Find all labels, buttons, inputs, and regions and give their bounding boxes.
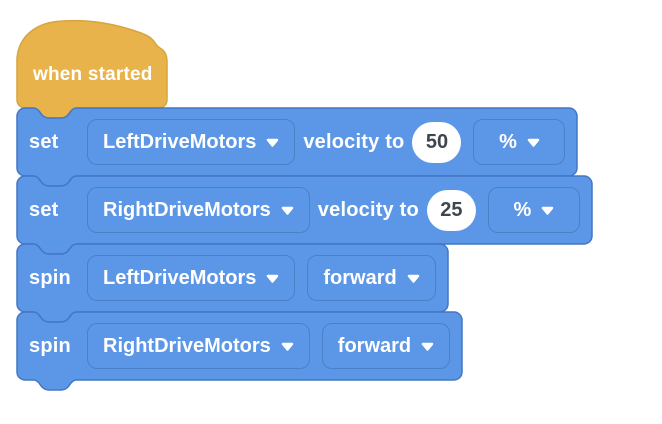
spin-block-left[interactable]: spin LeftDriveMotors forward (16, 243, 449, 323)
set-velocity-block-left[interactable]: set LeftDriveMotors velocity to 50 % (16, 107, 578, 187)
direction-dropdown-value: forward (337, 334, 412, 357)
block-row: spin RightDriveMotors forward (17, 312, 462, 380)
motor-dropdown-value: LeftDriveMotors (103, 130, 257, 153)
block-row: set RightDriveMotors velocity to 25 % (17, 176, 592, 244)
unit-dropdown[interactable]: % (473, 119, 566, 165)
motor-dropdown[interactable]: LeftDriveMotors (87, 119, 296, 165)
direction-dropdown-value: forward (323, 266, 397, 289)
velocity-value-input[interactable]: 50 (412, 121, 462, 163)
set-label: set (29, 199, 59, 221)
dropdown-caret-icon (542, 206, 554, 215)
dropdown-caret-icon (407, 274, 419, 283)
unit-dropdown-value: % (499, 130, 517, 153)
spin-label: spin (29, 267, 71, 289)
hat-label: when started (33, 64, 153, 85)
dropdown-caret-icon (421, 342, 434, 351)
spin-label: spin (29, 335, 71, 357)
motor-dropdown[interactable]: RightDriveMotors (87, 187, 310, 233)
motor-dropdown[interactable]: RightDriveMotors (87, 323, 310, 369)
spin-block-right[interactable]: spin RightDriveMotors forward (16, 311, 463, 391)
hat-block-row: when started (17, 20, 167, 108)
velocity-value-input[interactable]: 25 (426, 189, 476, 231)
dropdown-caret-icon (527, 138, 540, 147)
block-row: spin LeftDriveMotors forward (17, 244, 448, 312)
set-label: set (29, 131, 59, 153)
set-velocity-block-right[interactable]: set RightDriveMotors velocity to 25 % (16, 175, 593, 255)
dropdown-caret-icon (267, 138, 279, 147)
dropdown-caret-icon (281, 206, 294, 215)
velocity-to-label: velocity to (317, 199, 419, 221)
when-started-hat-block[interactable]: when started (16, 19, 168, 119)
unit-dropdown-value: % (513, 198, 532, 221)
motor-dropdown[interactable]: LeftDriveMotors (87, 255, 296, 301)
motor-dropdown-value: LeftDriveMotors (103, 266, 257, 289)
direction-dropdown[interactable]: forward (307, 255, 436, 301)
velocity-value: 50 (425, 130, 449, 153)
dropdown-caret-icon (267, 274, 279, 283)
block-shape (16, 311, 463, 391)
direction-dropdown[interactable]: forward (321, 323, 451, 369)
dropdown-caret-icon (281, 342, 294, 351)
velocity-to-label: velocity to (303, 131, 405, 153)
motor-dropdown-value: RightDriveMotors (103, 198, 271, 221)
block-row: set LeftDriveMotors velocity to 50 % (17, 108, 577, 176)
velocity-value: 25 (440, 198, 463, 221)
unit-dropdown[interactable]: % (487, 187, 580, 233)
motor-dropdown-value: RightDriveMotors (103, 334, 271, 357)
